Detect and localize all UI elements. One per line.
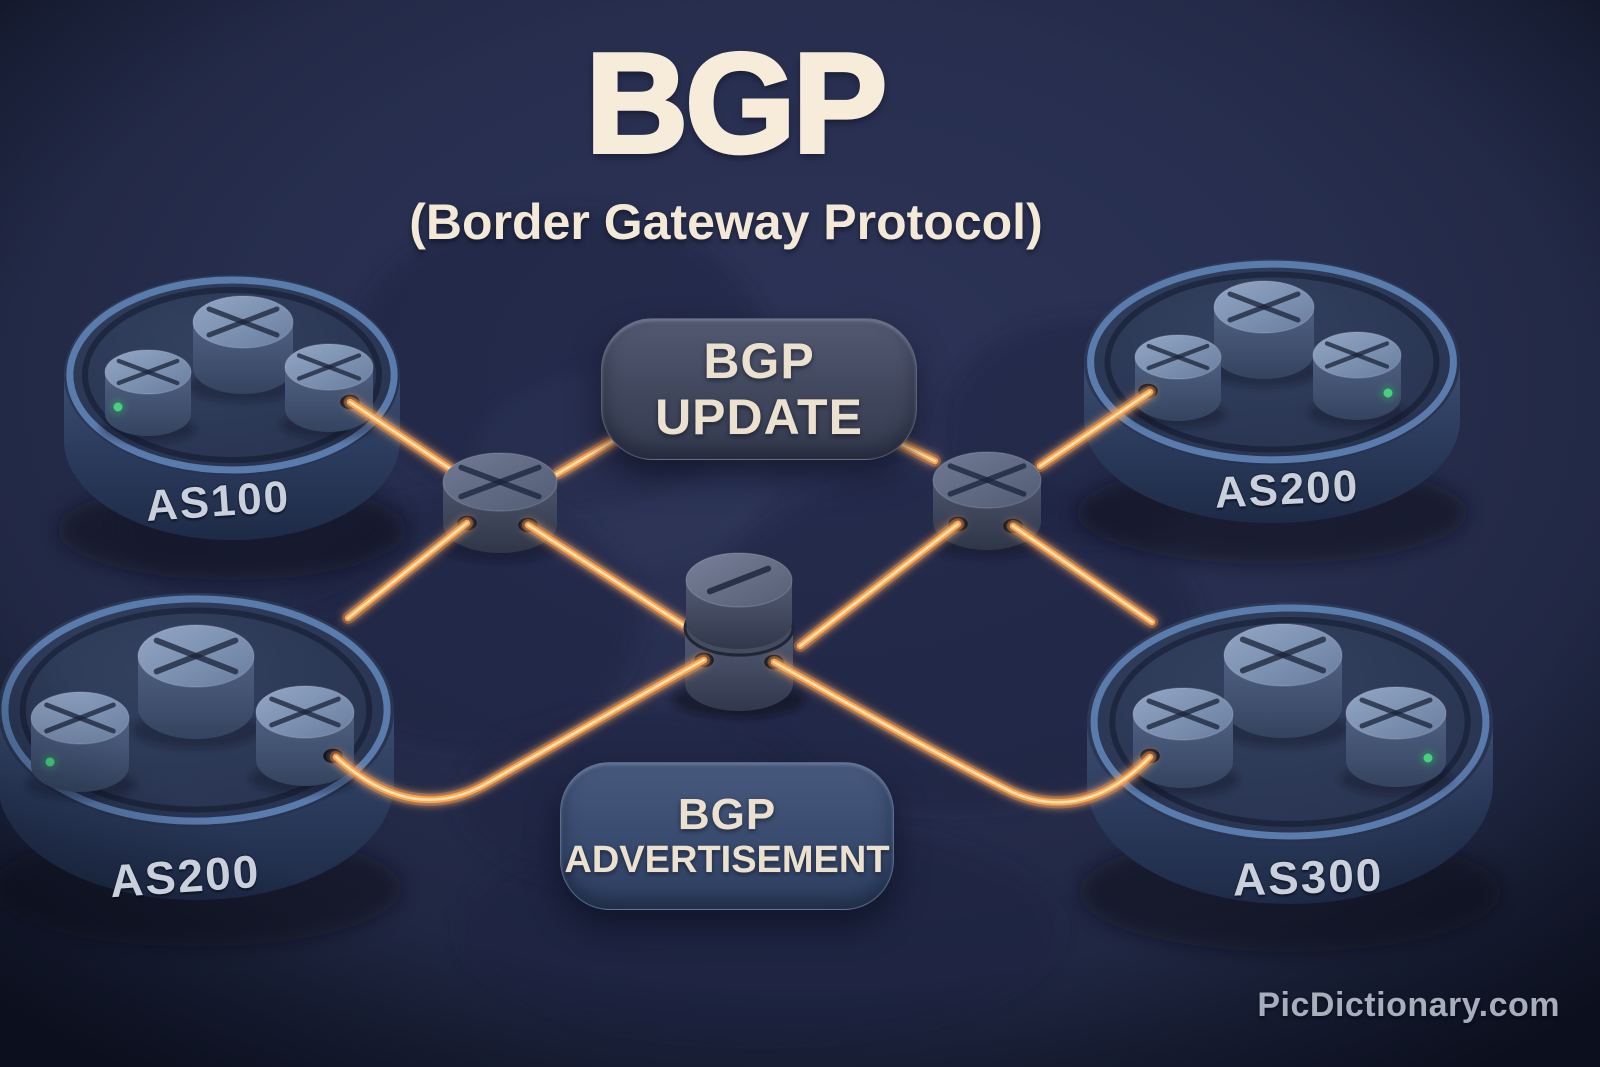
vignette [0,0,1600,1067]
network-scene [0,0,1600,1067]
bgp-diagram: BGP (Border Gateway Protocol) BGP UPDATE… [0,0,1600,1067]
